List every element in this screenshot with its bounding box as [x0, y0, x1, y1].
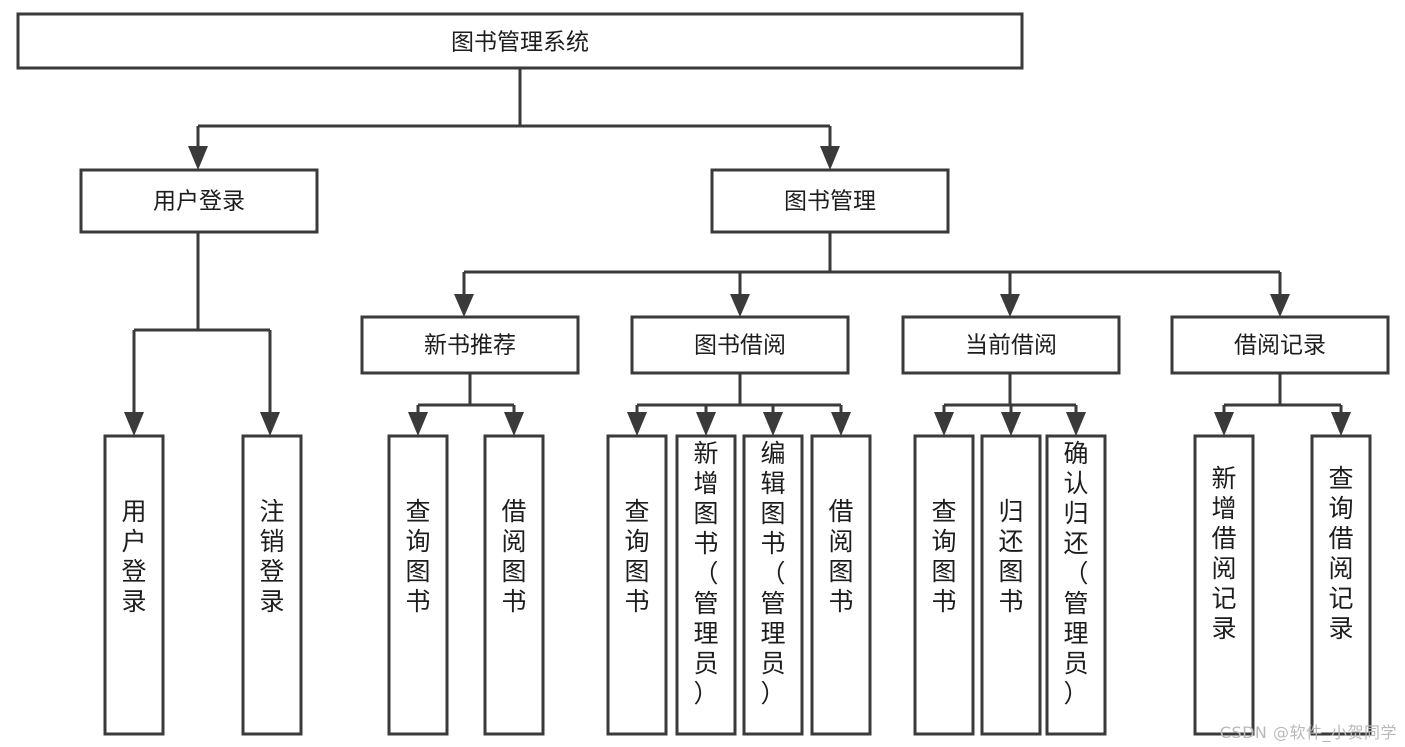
leaf-new-book-2-box[interactable] [483, 434, 545, 736]
leaf-book-borrow-1-box[interactable] [606, 434, 668, 736]
arrow-record-leaf-2 [1331, 412, 1351, 436]
node-book-borrow[interactable]: 图书借阅 [630, 315, 850, 375]
node-new-book-recommend-box[interactable] [360, 315, 580, 375]
arrow-login-leaf-1 [124, 412, 144, 436]
leaf-user-login-2[interactable]: 注销登录 [241, 434, 303, 736]
node-book-borrow-label: 图书借阅 [694, 333, 786, 359]
node-book-management[interactable]: 图书管理 [710, 168, 950, 234]
leaf-book-borrow-2[interactable]: 新增图书（管理员） [675, 434, 737, 736]
arrow-record-leaf-1 [1214, 412, 1234, 436]
arrow-borrow-leaf-4 [831, 412, 851, 436]
node-root-label: 图书管理系统 [451, 30, 589, 56]
leaf-book-borrow-2-box[interactable] [675, 434, 737, 736]
leaf-book-borrow-4-box[interactable] [810, 434, 872, 736]
leaf-current-borrow-2-label: 归还图书 [998, 497, 1023, 616]
node-book-borrow-box[interactable] [630, 315, 850, 375]
leaf-user-login-2-label: 注销登录 [259, 497, 284, 616]
leaf-current-borrow-2-box[interactable] [980, 434, 1042, 736]
arrow-root-to-login [188, 146, 208, 170]
leaf-current-borrow-2[interactable]: 归还图书 [980, 434, 1042, 736]
leaf-book-borrow-3-label: 编辑图书（管理员） [760, 439, 785, 708]
leaf-user-login-1-label: 用户登录 [121, 497, 146, 616]
node-root[interactable]: 图书管理系统 [16, 12, 1024, 70]
arrow-borrow-leaf-3 [763, 412, 783, 436]
leaf-borrow-record-1-label: 新增借阅记录 [1211, 464, 1236, 643]
leaf-book-borrow-2-label: 新增图书（管理员） [693, 439, 718, 708]
connector-group-book-mgmt [454, 232, 1290, 317]
leaf-user-login-1-box[interactable] [103, 434, 165, 736]
leaf-current-borrow-3-box[interactable] [1045, 434, 1107, 736]
leaf-new-book-1-label: 查询图书 [405, 497, 430, 616]
leaf-book-borrow-1-label: 查询图书 [624, 497, 649, 616]
leaf-user-login-1[interactable]: 用户登录 [103, 434, 165, 736]
leaf-book-borrow-3-box[interactable] [742, 434, 804, 736]
node-borrow-record-box[interactable] [1170, 315, 1390, 375]
arrow-current-leaf-1 [934, 412, 954, 436]
node-user-login-box[interactable] [79, 168, 319, 234]
connector-group-current-borrow [934, 373, 1086, 436]
arrow-bookmgmt-borrow [730, 294, 750, 317]
node-root-box[interactable] [16, 12, 1024, 70]
leaf-book-borrow-3[interactable]: 编辑图书（管理员） [742, 434, 804, 736]
connector-group-new-book [408, 373, 524, 436]
arrow-newbook-leaf-2 [504, 412, 524, 436]
leaf-book-borrow-1[interactable]: 查询图书 [606, 434, 668, 736]
leaf-borrow-record-2[interactable]: 查询借阅记录 [1310, 434, 1372, 736]
arrow-login-leaf-2 [260, 412, 280, 436]
arrow-newbook-leaf-1 [408, 412, 428, 436]
arrow-borrow-leaf-1 [627, 412, 647, 436]
node-new-book-recommend-label: 新书推荐 [424, 333, 516, 359]
node-borrow-record-label: 借阅记录 [1234, 333, 1326, 359]
leaf-borrow-record-1[interactable]: 新增借阅记录 [1193, 434, 1255, 736]
arrow-bookmgmt-current [1000, 294, 1020, 317]
node-user-login-label: 用户登录 [153, 189, 245, 215]
arrow-bookmgmt-new-book [454, 294, 474, 317]
arrow-bookmgmt-record [1270, 294, 1290, 317]
node-new-book-recommend[interactable]: 新书推荐 [360, 315, 580, 375]
leaf-new-book-2-label: 借阅图书 [501, 497, 526, 616]
leaf-book-borrow-4-label: 借阅图书 [828, 497, 853, 616]
node-book-management-box[interactable] [710, 168, 950, 234]
leaf-current-borrow-1-label: 查询图书 [931, 497, 956, 616]
node-book-management-label: 图书管理 [784, 189, 876, 215]
connector-group-book-borrow [627, 373, 851, 436]
node-current-borrow-box[interactable] [901, 315, 1121, 375]
leaf-current-borrow-1[interactable]: 查询图书 [913, 434, 975, 736]
leaf-borrow-record-2-label: 查询借阅记录 [1328, 464, 1353, 643]
leaf-user-login-2-box[interactable] [241, 434, 303, 736]
arrow-borrow-leaf-2 [696, 412, 716, 436]
leaf-current-borrow-1-box[interactable] [913, 434, 975, 736]
leaf-new-book-2[interactable]: 借阅图书 [483, 434, 545, 736]
arrow-root-to-bookmgmt [820, 146, 840, 170]
connector-group-borrow-record [1214, 373, 1351, 436]
connector-group-root [188, 68, 840, 170]
arrow-current-leaf-2 [1001, 412, 1021, 436]
leaf-borrow-record-1-box[interactable] [1193, 434, 1255, 736]
leaf-borrow-record-2-box[interactable] [1310, 434, 1372, 736]
leaf-new-book-1[interactable]: 查询图书 [387, 434, 449, 736]
arrow-current-leaf-3 [1066, 412, 1086, 436]
leaf-new-book-1-box[interactable] [387, 434, 449, 736]
node-user-login[interactable]: 用户登录 [79, 168, 319, 234]
leaf-current-borrow-3[interactable]: 确认归还（管理员） [1045, 434, 1107, 736]
leaf-current-borrow-3-label: 确认归还（管理员） [1063, 439, 1088, 708]
connector-group-user-login [124, 232, 280, 436]
node-current-borrow[interactable]: 当前借阅 [901, 315, 1121, 375]
node-borrow-record[interactable]: 借阅记录 [1170, 315, 1390, 375]
leaf-book-borrow-4[interactable]: 借阅图书 [810, 434, 872, 736]
node-current-borrow-label: 当前借阅 [965, 333, 1057, 359]
